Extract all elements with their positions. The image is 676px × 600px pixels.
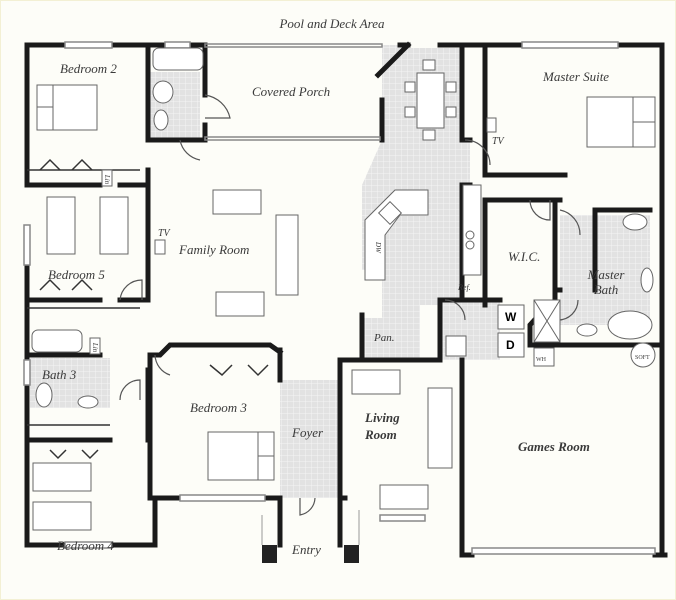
tv-master-label: TV (492, 136, 504, 147)
games-room-label: Games Room (518, 439, 590, 454)
walls (24, 41, 668, 558)
dryer-label: D (506, 338, 515, 352)
doors (119, 94, 581, 516)
bath3-label: Bath 3 (42, 367, 77, 382)
water-heater-label: WH (536, 357, 546, 363)
bedroom4-label: Bedroom 4 (57, 538, 114, 553)
furniture (31, 47, 656, 531)
dishwasher-label: DW (373, 242, 382, 253)
entry-columns (261, 510, 360, 545)
bedroom2-label: Bedroom 2 (60, 61, 117, 76)
pool-deck-label: Pool and Deck Area (279, 16, 385, 31)
closet-doors (27, 158, 269, 460)
bedroom5-label: Bedroom 5 (48, 267, 105, 282)
bedroom3-label: Bedroom 3 (190, 400, 247, 415)
washer-label: W (505, 310, 517, 324)
entry-label: Entry (292, 542, 321, 557)
entry-post-left (262, 545, 277, 563)
living-room-label-line2: Room (365, 427, 397, 442)
master-suite-label: Master Suite (543, 69, 610, 84)
windows (23, 41, 656, 555)
family-room-label: Family Room (179, 242, 250, 257)
living-room-label-line1: Living (365, 410, 400, 425)
entry-post-right (344, 545, 359, 563)
master-bath-label: Master Bath (587, 267, 625, 297)
wic-label: W.I.C. (508, 249, 541, 264)
pantry-label: Pan. (374, 332, 395, 344)
refrigerator-label: Ref. (458, 283, 471, 292)
tv-family-label: TV (158, 228, 170, 239)
linen-label-2: Lin (91, 342, 100, 353)
covered-porch-label: Covered Porch (252, 84, 331, 99)
linen-label-1: Lin (103, 174, 112, 185)
water-softener-label: SOFT (635, 355, 650, 361)
foyer-label: Foyer (292, 425, 324, 440)
